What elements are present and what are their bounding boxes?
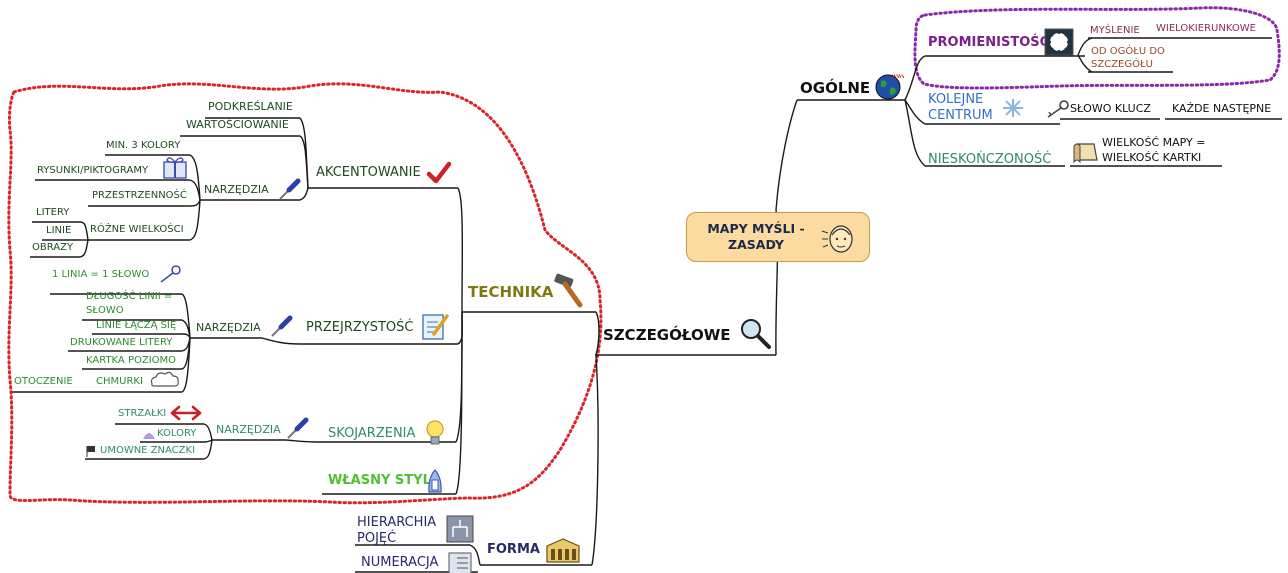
radial-circle-icon bbox=[1044, 28, 1074, 56]
node-kartka-poziomo[interactable]: KARTKA POZIOMO bbox=[86, 355, 177, 366]
node-1-linia-1-slowo[interactable]: 1 LINIA = 1 SŁOWO bbox=[52, 269, 150, 280]
promienistosc-dotted-boundary bbox=[913, 6, 1281, 90]
technika-dotted-boundary bbox=[7, 82, 603, 505]
node-drukowane-litery[interactable]: DRUKOWANE LITERY bbox=[70, 337, 173, 348]
node-kolejne-line2[interactable]: CENTRUM bbox=[928, 108, 993, 123]
node-od-ogolu-line2[interactable]: SZCZEGÓŁU bbox=[1091, 59, 1153, 70]
node-wielkosc-kartki[interactable]: WIELKOŚĆ KARTKI bbox=[1102, 151, 1202, 164]
central-title-line1: MAPY MYŚLI - bbox=[707, 221, 805, 236]
building-icon bbox=[546, 538, 580, 563]
node-strzalki[interactable]: STRZAŁKI bbox=[118, 408, 167, 419]
node-kolory[interactable]: KOLORY bbox=[157, 428, 197, 439]
node-forma[interactable]: FORMA bbox=[487, 542, 540, 557]
node-rozne-wielkosci[interactable]: RÓŻNE WIELKOŚCI bbox=[90, 224, 184, 235]
node-otoczenie[interactable]: OTOCZENIE bbox=[14, 376, 73, 387]
node-linie[interactable]: LINIE bbox=[46, 225, 72, 236]
node-od-ogolu-line1[interactable]: OD OGÓŁU DO bbox=[1091, 46, 1165, 57]
screwdriver-icon bbox=[287, 417, 309, 439]
node-narzedzia-skoj[interactable]: NARZĘDZIA bbox=[216, 423, 281, 436]
svg-text:www: www bbox=[892, 73, 904, 80]
node-myslenie[interactable]: MYŚLENIE bbox=[1090, 25, 1140, 36]
node-rysunki-piktogramy[interactable]: RYSUNKI/PIKTOGRAMY bbox=[37, 165, 149, 176]
node-dlugosc-linii[interactable]: DŁUGOŚĆ LINII = bbox=[86, 291, 173, 302]
node-skojarzenia[interactable]: SKOJARZENIA bbox=[328, 426, 416, 441]
checkmark-icon bbox=[426, 161, 452, 184]
node-podkreslanie[interactable]: PODKREŚLANIE bbox=[208, 100, 293, 113]
node-kolejne-line1[interactable]: KOLEJNE bbox=[928, 92, 984, 107]
node-kazde-nastepne[interactable]: KAŻDE NASTĘPNE bbox=[1172, 102, 1272, 115]
node-wielkosc-mapy[interactable]: WIELKOŚĆ MAPY = bbox=[1102, 136, 1206, 149]
colors-dome-icon bbox=[143, 433, 155, 439]
node-min-3-kolory[interactable]: MIN. 3 KOLORY bbox=[106, 140, 181, 151]
node-linie-lacza-sie[interactable]: LINIE ŁĄCZĄ SIĘ bbox=[96, 320, 177, 331]
hierarchy-icon bbox=[446, 515, 474, 543]
head-thinking-icon bbox=[821, 225, 853, 253]
node-umowne-znaczki[interactable]: UMOWNE ZNACZKI bbox=[100, 445, 196, 456]
node-wlasny-styl[interactable]: WŁASNY STYL bbox=[328, 473, 431, 488]
magnifier-icon bbox=[741, 319, 771, 349]
key-icon bbox=[160, 265, 181, 283]
node-dlugosc-slowo[interactable]: SŁOWO bbox=[86, 305, 124, 316]
flag-icon bbox=[86, 446, 95, 457]
document-edit-icon bbox=[422, 314, 449, 340]
node-wielokierunkowe[interactable]: WIELOKIERUNKOWE bbox=[1156, 23, 1256, 34]
node-pojec[interactable]: POJĘĆ bbox=[357, 531, 397, 546]
key-icon bbox=[1047, 100, 1069, 118]
node-akcentowanie[interactable]: AKCENTOWANIE bbox=[316, 165, 421, 180]
double-arrow-icon bbox=[170, 405, 202, 421]
central-topic[interactable]: MAPY MYŚLI - ZASADY bbox=[686, 212, 870, 262]
branch-ogolne[interactable]: OGÓLNE bbox=[800, 79, 871, 97]
hammer-icon bbox=[554, 273, 583, 308]
node-slowo-klucz[interactable]: SŁOWO KLUCZ bbox=[1070, 102, 1151, 115]
node-wartosciowanie[interactable]: WARTOŚCIOWANIE bbox=[186, 118, 289, 131]
node-hierarchia[interactable]: HIERARCHIA bbox=[357, 515, 437, 530]
screwdriver-icon bbox=[271, 315, 293, 337]
globe-icon: www bbox=[875, 73, 904, 100]
node-narzedzia-akcent[interactable]: NARZĘDZIA bbox=[204, 183, 269, 196]
node-przestrzennosc[interactable]: PRZESTRZENNOŚĆ bbox=[92, 190, 187, 201]
clouds-icon bbox=[150, 371, 179, 387]
numbered-list-icon bbox=[448, 552, 472, 573]
central-title-line2: ZASADY bbox=[728, 237, 784, 253]
node-nieskonczonosc[interactable]: NIESKOŃCZONOŚĆ bbox=[928, 152, 1052, 167]
snowflake-arrows-icon bbox=[1003, 99, 1023, 117]
node-promienistosc[interactable]: PROMIENISTOŚĆ bbox=[928, 35, 1050, 50]
node-numeracja[interactable]: NUMERACJA bbox=[361, 555, 439, 570]
branch-szczegolowe[interactable]: SZCZEGÓŁOWE bbox=[603, 326, 731, 344]
lightbulb-icon bbox=[426, 420, 444, 445]
node-technika[interactable]: TECHNIKA bbox=[468, 283, 554, 301]
node-narzedzia-przejrz[interactable]: NARZĘDZIA bbox=[196, 321, 261, 334]
node-litery[interactable]: LITERY bbox=[36, 207, 70, 218]
node-przejrzystosc[interactable]: PRZEJRZYSTOŚĆ bbox=[306, 320, 414, 335]
gift-box-icon bbox=[163, 157, 187, 179]
paper-scroll-icon bbox=[1073, 143, 1098, 164]
screwdriver-icon bbox=[279, 178, 301, 200]
rocket-icon bbox=[428, 469, 442, 493]
node-obrazy[interactable]: OBRAZY bbox=[32, 242, 74, 253]
node-chmurki[interactable]: CHMURKI bbox=[96, 376, 143, 387]
